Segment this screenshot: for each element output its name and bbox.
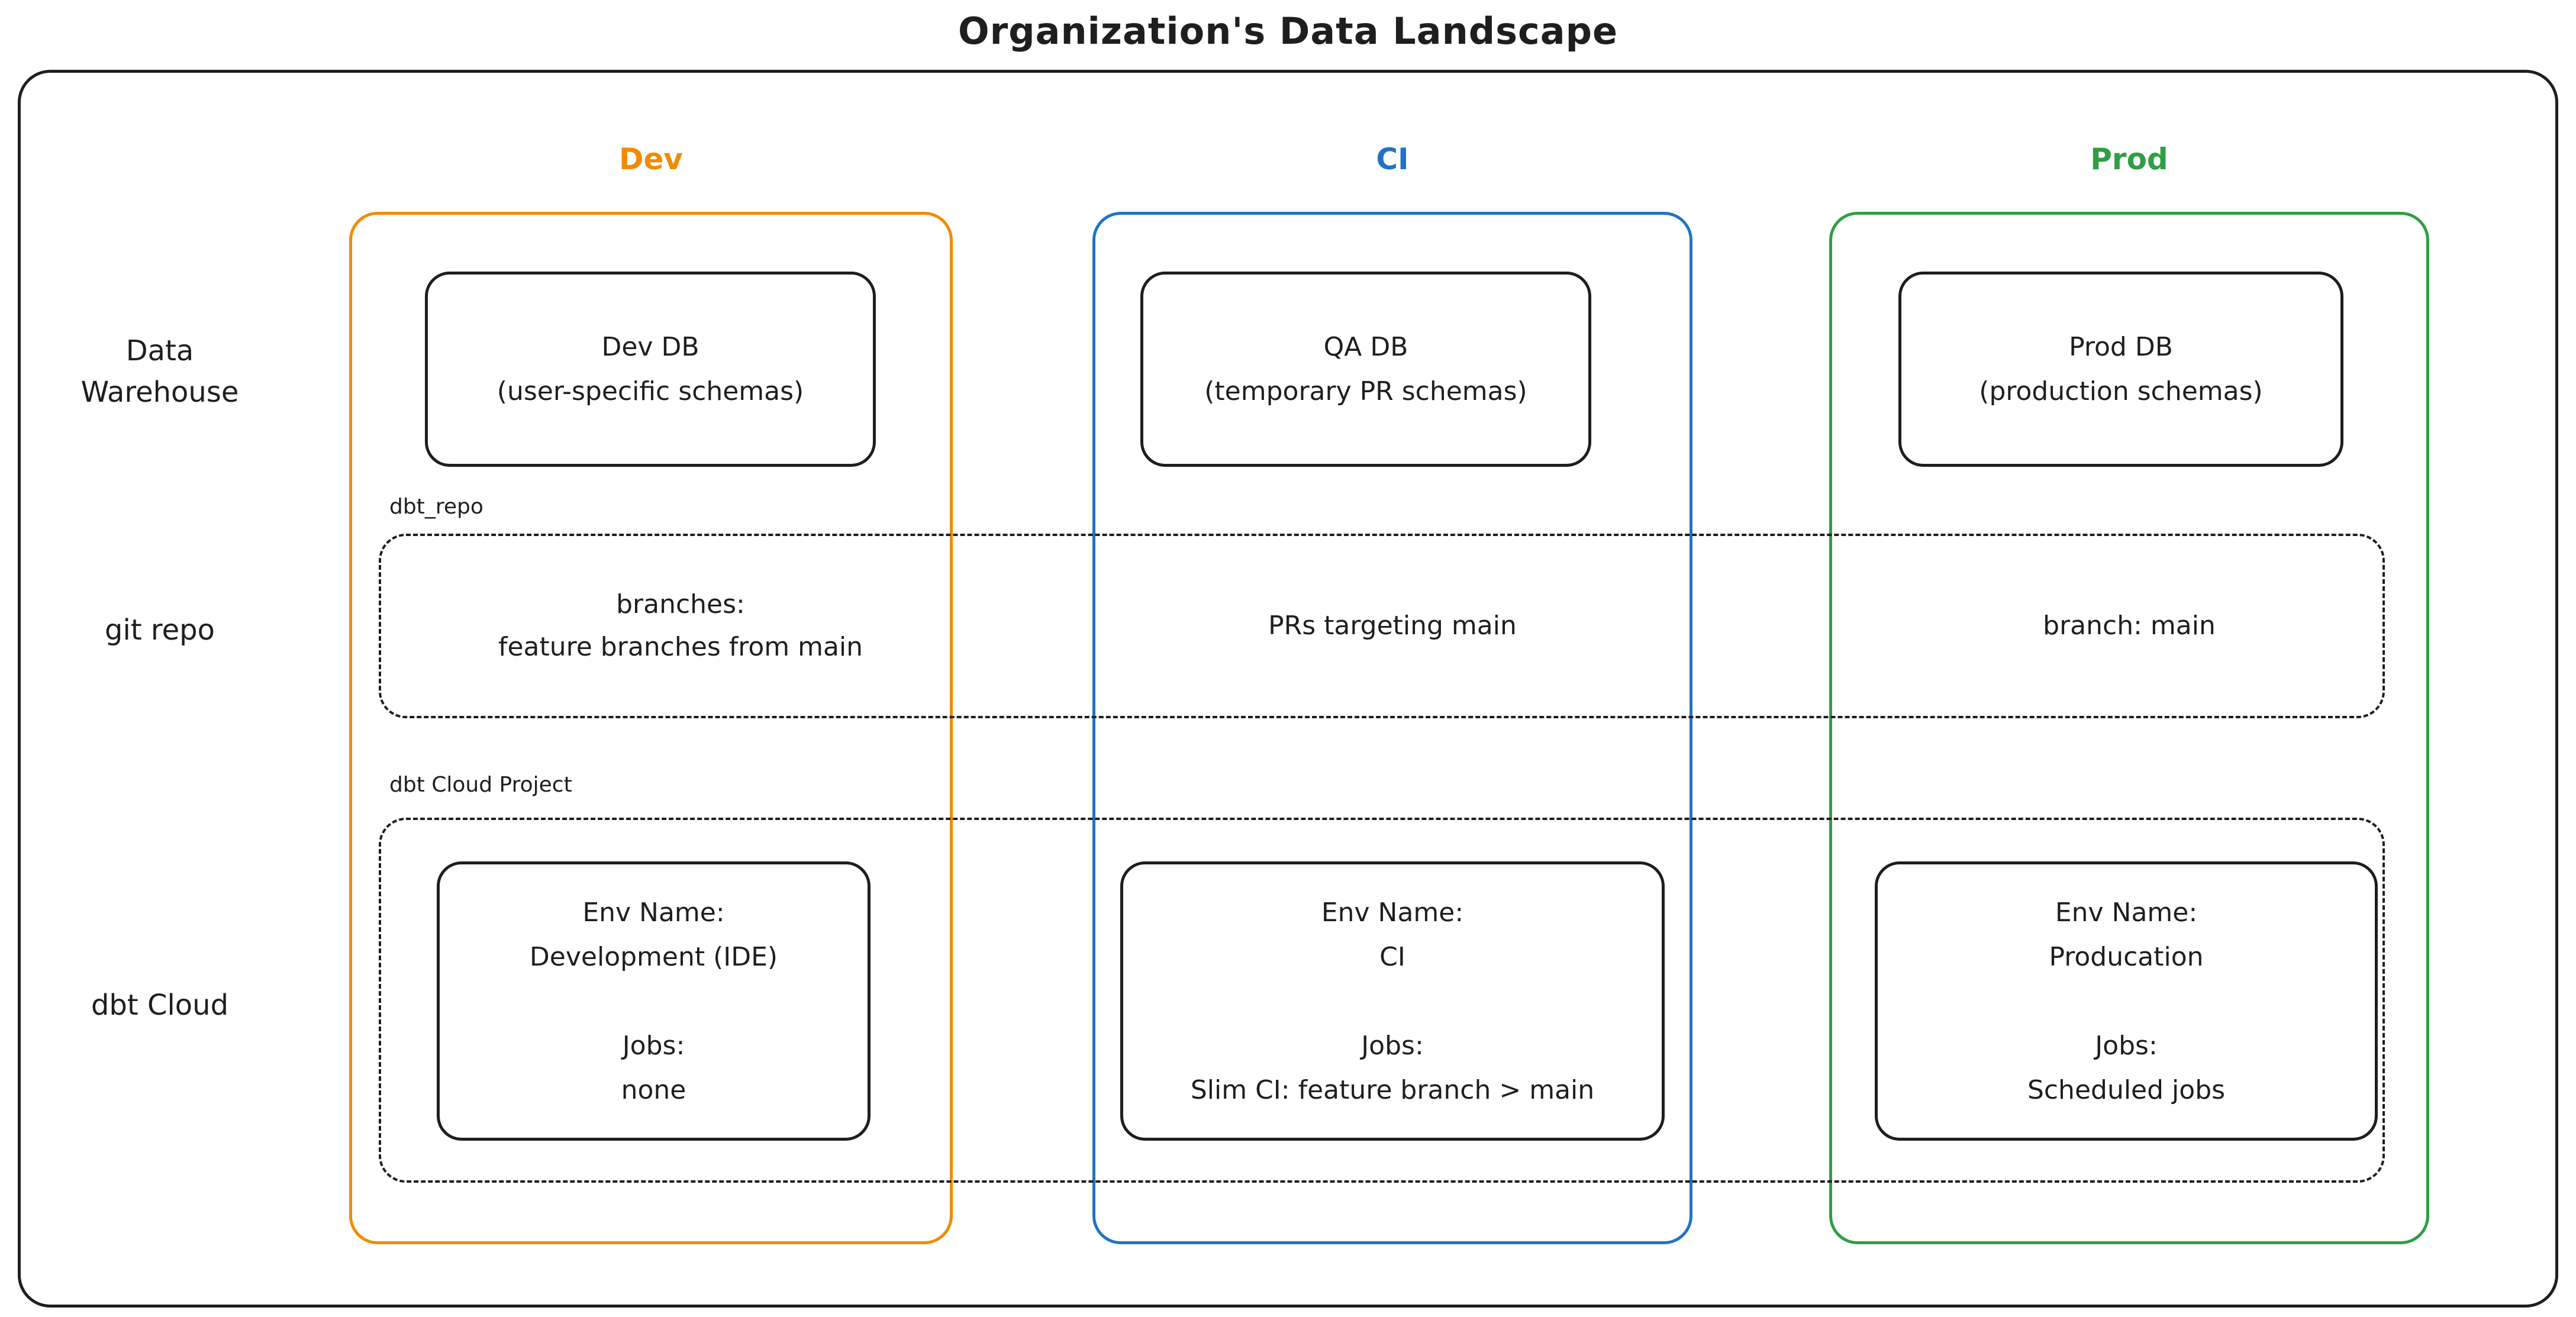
landscape-container (18, 70, 2558, 1308)
env-box-prod: Env Name: Producation Jobs: Scheduled jo… (1875, 861, 2378, 1141)
column-header-ci: CI (1376, 142, 1409, 176)
jobs-label-prod: Jobs: (2095, 1030, 2158, 1061)
repo-cell-prod: branch: main (2043, 611, 2216, 641)
env-box-dev: Env Name: Development (IDE) Jobs: none (437, 861, 871, 1141)
qa-db-title: QA DB (1323, 332, 1408, 362)
jobs-value-dev: none (621, 1074, 686, 1105)
prod-db-subtitle: (production schemas) (1979, 376, 2263, 406)
column-box-prod (1829, 212, 2429, 1244)
diagram-title: Organization's Data Landscape (957, 9, 1619, 53)
env-name-prod: Producation (2049, 941, 2204, 972)
env-box-ci: Env Name: CI Jobs: Slim CI: feature bran… (1120, 861, 1665, 1141)
row-label-git-repo: git repo (105, 614, 215, 647)
column-header-dev: Dev (618, 142, 683, 176)
repo-cell-dev: branches: feature branches from main (498, 589, 863, 662)
column-header-prod: Prod (2090, 142, 2168, 176)
env-name-dev: Development (IDE) (529, 941, 778, 972)
qa-db-subtitle: (temporary PR schemas) (1204, 376, 1527, 406)
column-box-ci (1092, 212, 1692, 1244)
qa-db-box: QA DB (temporary PR schemas) (1140, 272, 1591, 467)
repo-box-label: dbt_repo (389, 495, 483, 519)
dev-db-title: Dev DB (601, 332, 699, 362)
cloud-project-box-label: dbt Cloud Project (389, 773, 572, 797)
prod-db-title: Prod DB (2069, 332, 2173, 362)
cloud-project-dashed-box (379, 818, 2385, 1183)
repo-dashed-box (379, 534, 2385, 718)
jobs-label-dev: Jobs: (622, 1030, 685, 1061)
dev-db-subtitle: (user-specific schemas) (496, 376, 804, 406)
jobs-value-ci: Slim CI: feature branch > main (1190, 1074, 1595, 1105)
jobs-value-prod: Scheduled jobs (2027, 1074, 2226, 1105)
column-box-dev (349, 212, 953, 1244)
env-label-prod: Env Name: (2055, 897, 2198, 928)
row-label-dbt-cloud: dbt Cloud (91, 989, 229, 1022)
row-label-data-warehouse: Data Warehouse (80, 334, 239, 409)
prod-db-box: Prod DB (production schemas) (1898, 272, 2343, 467)
env-name-ci: CI (1379, 941, 1405, 972)
env-label-dev: Env Name: (582, 897, 725, 928)
jobs-label-ci: Jobs: (1361, 1030, 1424, 1061)
dev-db-box: Dev DB (user-specific schemas) (425, 272, 876, 467)
repo-cell-ci: PRs targeting main (1268, 611, 1517, 641)
env-label-ci: Env Name: (1321, 897, 1464, 928)
